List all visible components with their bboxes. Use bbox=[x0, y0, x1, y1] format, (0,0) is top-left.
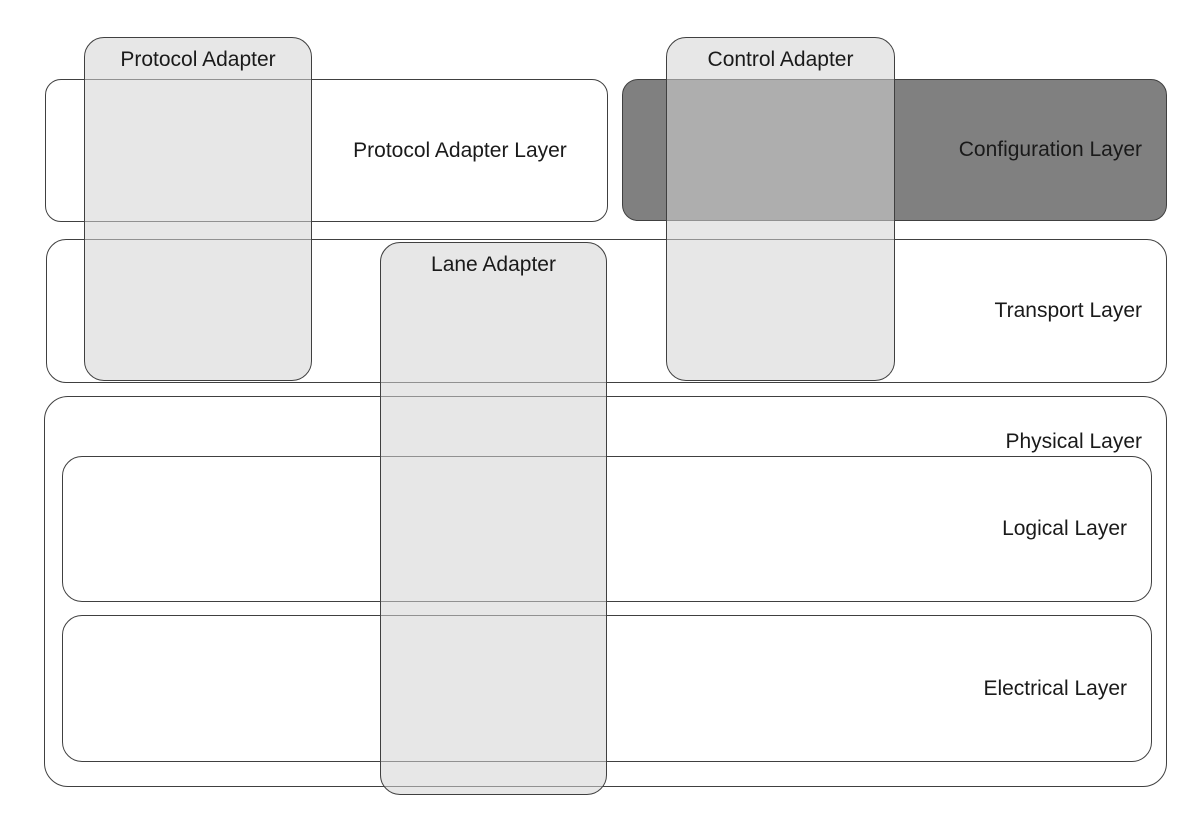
protocol-adapter-label: Protocol Adapter bbox=[120, 48, 276, 71]
physical-layer-label: Physical Layer bbox=[1005, 430, 1142, 453]
protocol-adapter-box: Protocol Adapter bbox=[84, 37, 312, 381]
logical-layer-box: Logical Layer bbox=[62, 456, 1152, 602]
protocol-adapter-layer-label: Protocol Adapter Layer bbox=[353, 138, 567, 162]
transport-layer-label: Transport Layer bbox=[994, 299, 1142, 322]
logical-layer-label: Logical Layer bbox=[1002, 517, 1127, 540]
electrical-layer-label: Electrical Layer bbox=[983, 676, 1127, 700]
electrical-layer-box: Electrical Layer bbox=[62, 615, 1152, 762]
control-adapter-box: Control Adapter bbox=[666, 37, 895, 381]
control-adapter-label: Control Adapter bbox=[707, 48, 854, 71]
configuration-layer-label: Configuration Layer bbox=[958, 138, 1142, 161]
lane-adapter-box: Lane Adapter bbox=[380, 242, 607, 795]
lane-adapter-label: Lane Adapter bbox=[431, 253, 556, 276]
